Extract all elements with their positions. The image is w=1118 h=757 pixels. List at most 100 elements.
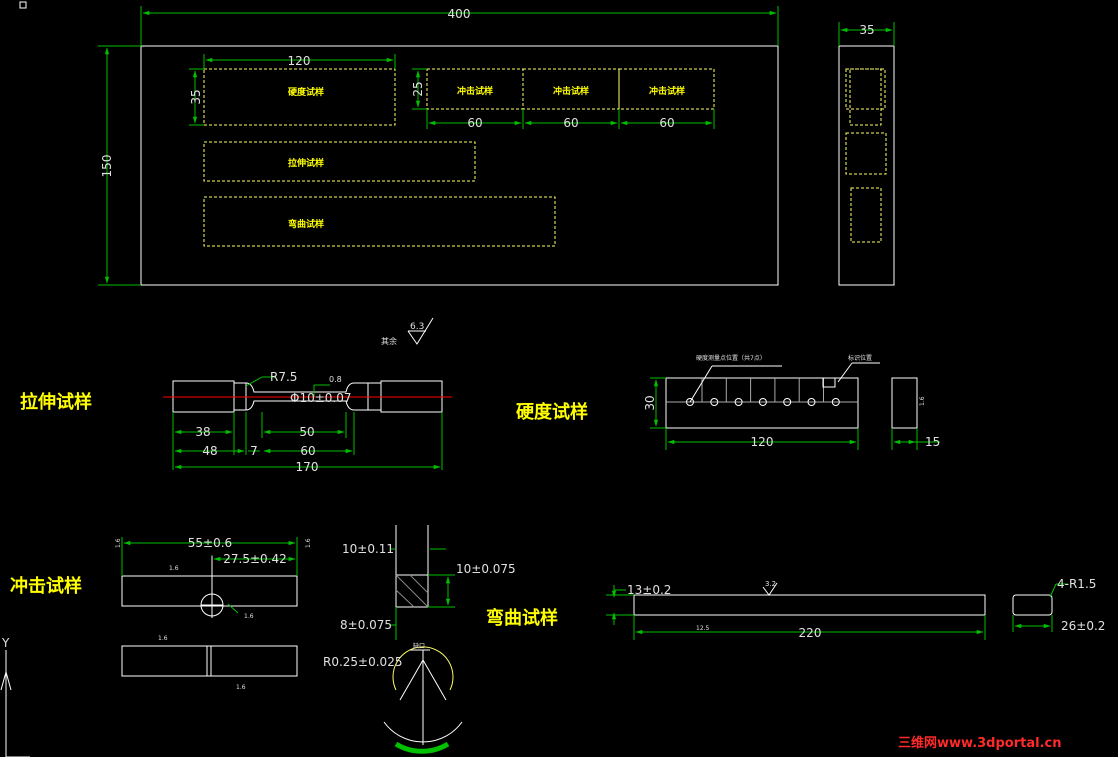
- bending-end-view: [1012, 594, 1053, 616]
- hardness-title: 硬度试样: [516, 401, 588, 423]
- surface-finish-value: 6.3: [410, 322, 424, 332]
- impact-roughness-d: 1.6: [244, 613, 254, 620]
- impact-notch-label: 缺口: [413, 642, 425, 650]
- side-zone-1: [845, 68, 886, 110]
- tensile-top-profile: [234, 382, 381, 393]
- bending-roughness-b: 12.5: [696, 625, 710, 632]
- dim-zone-hardness-height: [189, 68, 204, 126]
- hardness-end-view: [891, 377, 918, 429]
- impact-specimen-front: [121, 556, 298, 618]
- window-corner-icon: [19, 1, 27, 9]
- tensile-dim-grip: 38: [195, 425, 210, 439]
- impact-section-dims: [390, 548, 455, 640]
- dim-zone-impact-height: [412, 68, 427, 110]
- impact-front-outline: [121, 575, 298, 607]
- tensile-diameter: Φ10±0.07: [290, 391, 352, 405]
- impact-top-outline: [121, 645, 298, 677]
- plate-side-outline: [838, 45, 895, 286]
- hardness-roughness: 1.6: [919, 396, 926, 406]
- bending-dim-radius: 4-R1.5: [1057, 577, 1096, 591]
- impact-dim-length: 55±0.6: [188, 536, 232, 550]
- dim-zone-impact-w2-text: 60: [563, 116, 578, 130]
- zone-hardness: [203, 68, 396, 126]
- impact-notch-radius: R0.25±0.025: [323, 655, 402, 669]
- bending-specimen: [633, 582, 1053, 616]
- impact-notch-angle-arc: [394, 741, 450, 754]
- hardness-point: [831, 398, 840, 406]
- dim-zone-hardness-width-text: 120: [288, 54, 311, 68]
- tensile-bottom-profile: [234, 400, 381, 411]
- dim-zone-impact-w3-text: 60: [659, 116, 674, 130]
- dim-plate-width: [140, 6, 779, 46]
- impact-specimen-top: [121, 645, 298, 677]
- tensile-dim-parallel: 60: [300, 444, 315, 458]
- bending-dim-width: 26±0.2: [1061, 619, 1105, 633]
- impact-dim-half: 27.5±0.42: [223, 552, 287, 566]
- impact-dim-width: 10±0.11: [342, 542, 394, 556]
- impact-roughness-b: 1.6: [305, 538, 312, 548]
- hardness-note-points: 硬度测量点位置（共7点）: [696, 354, 766, 362]
- dim-zone-impact-w1-text: 60: [467, 116, 482, 130]
- side-zone-2: [849, 68, 882, 126]
- tensile-dim-total: 170: [296, 460, 319, 474]
- impact-dim-height: 10±0.075: [456, 562, 516, 576]
- zone-impact-3-label: 冲击试样: [649, 85, 685, 97]
- tensile-dimensions: [172, 376, 443, 470]
- zone-tensile: [203, 141, 476, 182]
- plate-outline: [140, 45, 779, 286]
- plate-layout-view: 400 150 硬度试样 120 35 冲击试样 冲击试样 冲击试样: [98, 6, 779, 286]
- tensile-roughness: 0.8: [329, 375, 342, 384]
- hardness-point: [710, 398, 719, 406]
- zone-impact-2-label: 冲击试样: [553, 85, 589, 97]
- bending-outline: [633, 594, 986, 616]
- hardness-mark: [822, 377, 836, 388]
- hardness-point: [758, 398, 767, 406]
- hardness-point: [783, 398, 792, 406]
- zone-bending: [203, 196, 556, 247]
- zone-tensile-label: 拉伸试样: [288, 157, 324, 169]
- dim-zone-impact-widths: [426, 109, 715, 129]
- hardness-dim-thickness: 15: [925, 435, 940, 449]
- impact-cross-section: [395, 525, 429, 608]
- dim-zone-impact-height-text: 25: [411, 81, 425, 96]
- impact-section-outline: [395, 574, 429, 608]
- bending-title: 弯曲试样: [486, 607, 558, 629]
- tensile-title: 拉伸试样: [20, 391, 92, 413]
- dim-zone-hardness-height-text: 35: [189, 89, 203, 104]
- hardness-test-points: [686, 378, 840, 406]
- zone-impact-1-label: 冲击试样: [457, 85, 493, 97]
- tensile-dim-shoulder: 48: [202, 444, 217, 458]
- bending-dimensions: [606, 583, 1068, 640]
- bending-dim-length: 220: [799, 626, 822, 640]
- watermark-text: 三维网www.3dportal.cn: [898, 735, 1061, 751]
- zone-hardness-label: 硬度试样: [288, 86, 324, 98]
- bending-roughness: 3.2: [765, 580, 776, 588]
- surface-finish-note: 其余: [381, 336, 397, 346]
- hardness-dim-height: 30: [643, 395, 657, 410]
- hardness-dimensions: [650, 377, 940, 450]
- zone-impact-3: [618, 68, 715, 110]
- dim-side-thickness: [838, 22, 895, 46]
- impact-title: 冲击试样: [10, 575, 82, 597]
- side-zone-3: [845, 132, 887, 175]
- impact-dimensions: [121, 537, 298, 614]
- tensile-radius: R7.5: [270, 370, 297, 384]
- dim-plate-width-text: 400: [448, 7, 471, 21]
- hardness-specimen: [665, 377, 918, 429]
- hardness-point: [686, 398, 694, 406]
- impact-roughness-f: 1.6: [236, 684, 246, 691]
- impact-notch-detail: [383, 646, 463, 745]
- dim-zone-hardness-width: [203, 54, 396, 69]
- ucs-icon: [0, 650, 30, 757]
- tensile-dim-transition: 7: [250, 444, 258, 458]
- bending-dim-thickness: 13±0.2: [627, 583, 671, 597]
- hardness-outline: [665, 377, 859, 429]
- hardness-dim-length: 120: [751, 435, 774, 449]
- zone-bending-label: 弯曲试样: [288, 218, 324, 230]
- side-zone-4: [850, 187, 882, 243]
- impact-dim-notch-depth: 8±0.075: [340, 618, 392, 632]
- impact-roughness-c: 1.6: [169, 565, 179, 572]
- surface-finish-general: 6.3 其余: [381, 317, 434, 346]
- ucs-y-label: Y: [1, 636, 10, 650]
